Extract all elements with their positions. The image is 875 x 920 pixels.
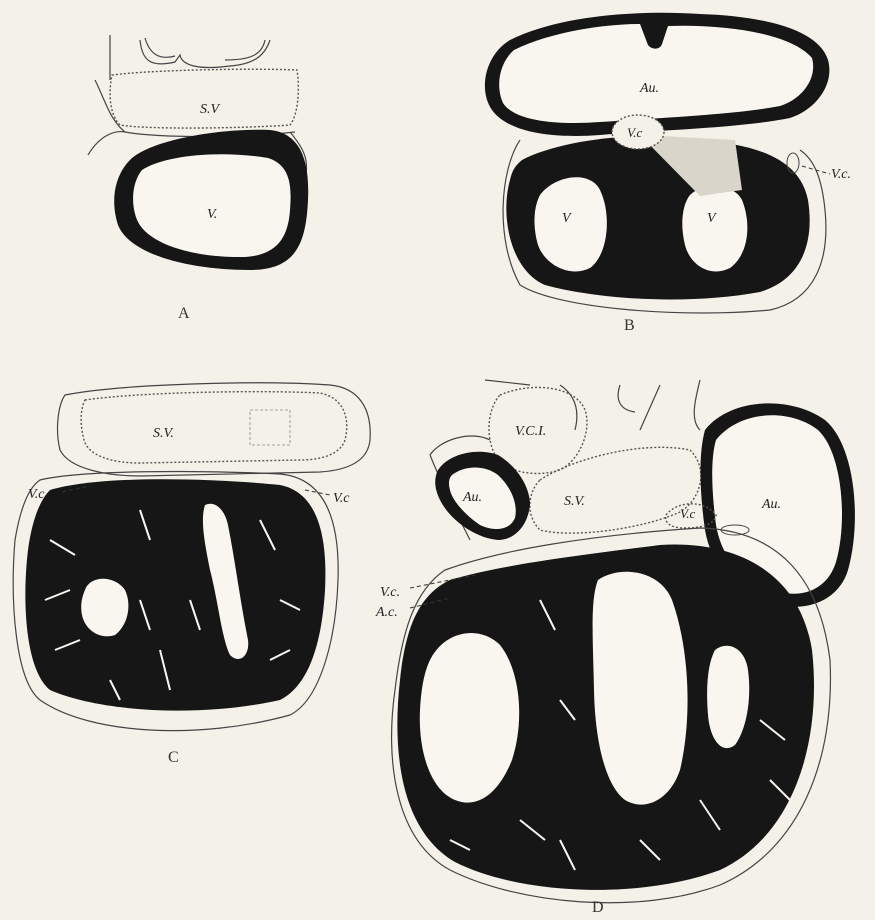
- panel-c-caption: C: [168, 749, 179, 766]
- panel-c: S.V. V.c V.c C: [13, 383, 370, 766]
- panel-b-label-ventricle-right: V: [707, 211, 717, 226]
- panel-a: S.V V. A: [88, 35, 308, 322]
- panel-a-vessel-outline: [110, 35, 270, 80]
- panel-d-label-auricle-right: Au.: [761, 497, 781, 512]
- panel-b-label-auricle: Au.: [639, 81, 659, 96]
- panel-c-label-valve-left: V.c: [28, 487, 45, 502]
- panel-d-label-valve-side: V.c.: [380, 585, 400, 600]
- panel-d-label-sinus-venosus: S.V.: [564, 494, 585, 509]
- panel-c-label-sinus-venosus: S.V.: [153, 426, 174, 441]
- panel-b-valve-outer: [787, 153, 799, 173]
- panel-b: Au. V.c V.c. V V B: [485, 13, 851, 334]
- panel-c-sinus-inner: [81, 392, 347, 463]
- panel-b-ventricle-right-lumen: [682, 186, 747, 272]
- panel-b-valve-leader: [802, 166, 830, 174]
- panel-a-label-sinus-venosus: S.V: [200, 102, 221, 117]
- panel-c-sinus-hatching: [250, 410, 290, 445]
- panel-b-label-valve-inner: V.c: [627, 125, 643, 140]
- panel-d-caption: D: [592, 899, 604, 916]
- panel-b-label-ventricle-left: V: [562, 211, 572, 226]
- panel-d-label-auricle-left: Au.: [462, 490, 482, 505]
- panel-d-label-valve-top: V.c: [680, 506, 696, 521]
- panel-b-ventricle-left-lumen: [534, 177, 606, 271]
- panel-d-upper-vessels: [485, 380, 700, 430]
- panel-c-ventricle-mass: [25, 479, 325, 710]
- panel-a-sinus-venosus: [110, 69, 298, 128]
- panel-d-label-vena-cava: V.C.I.: [515, 424, 546, 439]
- panel-a-label-ventricle: V.: [207, 207, 217, 222]
- panel-c-label-valve-right: V.c: [333, 491, 350, 506]
- panel-a-caption: A: [178, 305, 190, 322]
- panel-d: V.C.I. Au. S.V. V.c Au. V.c. A.c. D: [375, 380, 855, 916]
- panel-c-sinus-outline: [58, 383, 371, 476]
- panel-d-lumen-center: [593, 572, 688, 805]
- panel-b-label-valve-outer: V.c.: [831, 167, 851, 182]
- panel-d-label-ac: A.c.: [375, 605, 398, 620]
- panel-d-sinus-venosus: [530, 447, 701, 533]
- panel-b-caption: B: [624, 317, 635, 334]
